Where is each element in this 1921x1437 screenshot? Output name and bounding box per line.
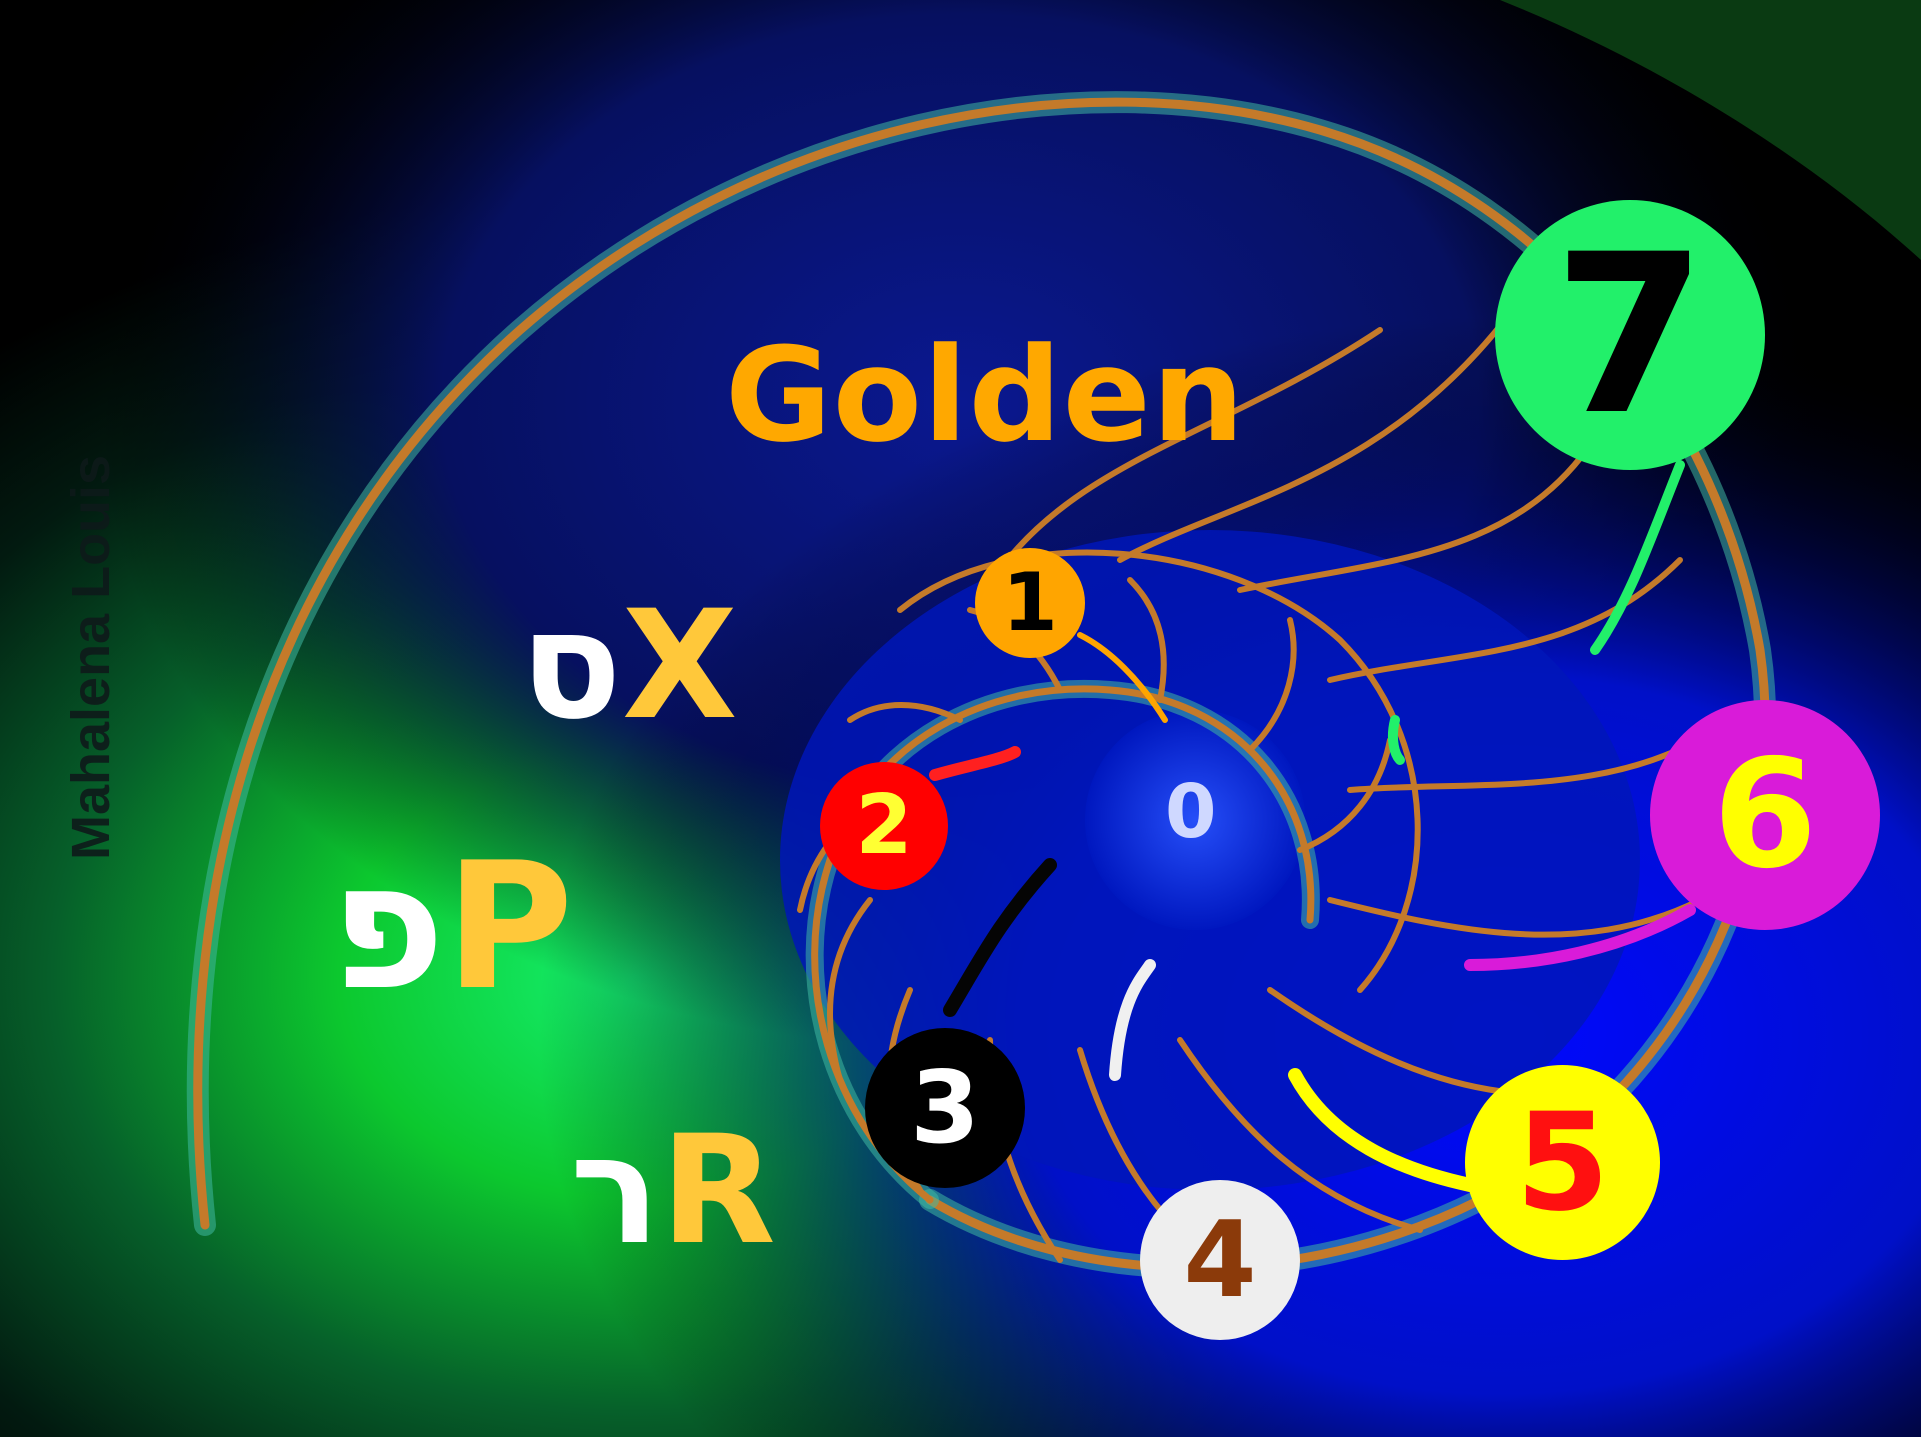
- latin-letter: P: [445, 840, 573, 1015]
- badge-label: 5: [1516, 1095, 1610, 1230]
- watermark-text: Mahalena Louis: [60, 455, 122, 860]
- latin-letter: R: [660, 1116, 776, 1266]
- title-golden: Golden: [725, 330, 1245, 460]
- badge-2: 2: [820, 762, 948, 890]
- hebrew-letter: פ: [330, 840, 445, 1015]
- hebrew-letter: ס: [520, 591, 622, 741]
- latin-letter: X: [622, 591, 738, 741]
- badge-label: 4: [1183, 1208, 1256, 1313]
- letter-pair-samekh-x: סX: [520, 590, 738, 741]
- badge-7: 7: [1495, 200, 1765, 470]
- badge-label: 2: [855, 785, 912, 867]
- hebrew-letter: ר: [570, 1116, 660, 1266]
- badge-4: 4: [1140, 1180, 1300, 1340]
- center-label-zero: 0: [1165, 775, 1217, 849]
- letter-pair-pe-p: פP: [330, 840, 573, 1015]
- badge-label: 7: [1553, 225, 1706, 445]
- badge-3: 3: [865, 1028, 1025, 1188]
- badge-6: 6: [1650, 700, 1880, 930]
- badge-label: 3: [910, 1058, 980, 1158]
- letter-pair-resh-r: רR: [570, 1115, 776, 1266]
- badge-5: 5: [1465, 1065, 1660, 1260]
- badge-label: 6: [1713, 740, 1817, 890]
- badge-1: 1: [975, 548, 1085, 658]
- badge-label: 1: [1002, 563, 1058, 643]
